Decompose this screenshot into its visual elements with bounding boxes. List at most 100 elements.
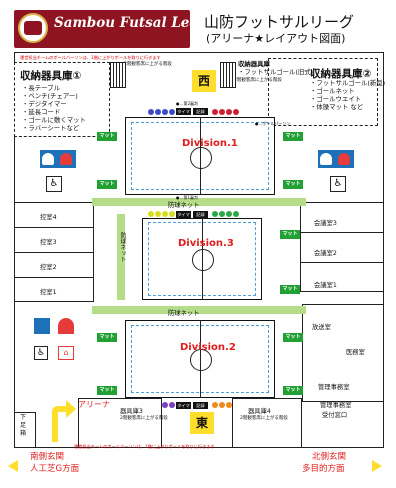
- bench-dot: [212, 211, 218, 217]
- storage-3: [78, 398, 162, 448]
- bench-dot: [148, 211, 154, 217]
- stairs-icon: [110, 62, 126, 88]
- mat: マット: [97, 386, 117, 395]
- storage-center-item: ・フットサルゴール(旧式): [238, 68, 314, 76]
- storage-4: [232, 398, 302, 448]
- shower-icon: ⌂: [58, 346, 74, 360]
- north-entrance: 北側玄関: [312, 452, 347, 462]
- divider: [300, 232, 384, 233]
- reception: 受付窓口: [322, 412, 348, 419]
- storage-room-left: [14, 62, 110, 137]
- woman-icon: [338, 153, 350, 165]
- stairs-note-bottom-right: 2階観客席に上がる階段: [240, 416, 288, 421]
- medical-room: 医務室: [346, 349, 365, 356]
- admin-office-bottom: 管理事務室: [320, 402, 352, 409]
- bench-dot: [162, 109, 168, 115]
- bench-dot: [169, 109, 175, 115]
- bench-dot: [162, 402, 168, 408]
- bench-dot: [219, 402, 225, 408]
- mat: マット: [97, 333, 117, 342]
- storage-right-item: ・体操マット など: [310, 103, 364, 111]
- bench-dot: [219, 211, 225, 217]
- meeting-room-3: 会議室3: [314, 220, 337, 227]
- storage-center: 収納器具庫 ・フットサルゴール(旧式): [238, 60, 313, 76]
- divider: [300, 262, 384, 263]
- timer-label: タイマー: [176, 211, 191, 224]
- admin-office: 管理事務室: [318, 384, 350, 391]
- storage-left-title: 収納器具庫①: [20, 70, 82, 82]
- bench-dot: [226, 402, 232, 408]
- emblem-center: [24, 21, 42, 35]
- ball-person-label: ●…ボールパーソン: [255, 121, 291, 126]
- center-circle: [190, 349, 212, 371]
- referee-first-label: ●…第1審判: [176, 195, 199, 200]
- storage-4-label: 器具庫4: [248, 408, 271, 415]
- right-lower-block: [302, 304, 384, 402]
- broadcast-room: 放送室: [312, 324, 331, 331]
- bench-dot: [155, 211, 161, 217]
- bench-dot: [226, 211, 232, 217]
- meeting-room-2: 会議室2: [314, 250, 337, 257]
- divider: [14, 227, 94, 228]
- storage-left-item: ・延長コード: [22, 108, 61, 116]
- bench-dot: [219, 109, 225, 115]
- timer-label: タイマー: [176, 108, 191, 121]
- storage-right-list: ・フットサルゴール(新型) ・ゴールネット ・ゴールウエイト ・体操マット など: [310, 79, 385, 111]
- bench-dot: [169, 402, 175, 408]
- page-subtitle: (アリーナ★レイアウト図面): [206, 32, 346, 45]
- storage-left-list: ・長テーブル ・ベンチ(チェアー) ・デジタイマー ・延長コード ・ゴールに敷く…: [22, 84, 86, 132]
- mat: マット: [283, 132, 303, 141]
- bench-dot: [169, 211, 175, 217]
- mat: マット: [97, 132, 117, 141]
- stairs-note-top-right: 2階観客席に上がる階段: [234, 78, 282, 83]
- record-label: 記録: [193, 402, 208, 409]
- mat: マット: [280, 285, 300, 294]
- division-2-label: Division.2: [180, 342, 236, 353]
- mat: マット: [283, 180, 303, 189]
- referee-second-label: ●…第2審判: [176, 101, 199, 106]
- direction-west: 西: [192, 70, 216, 92]
- bench-dot: [226, 109, 232, 115]
- ball-net-label: 防球ネット: [168, 310, 200, 317]
- ball-net-label: 防球ネット: [168, 202, 200, 209]
- shoe-box-area: [14, 412, 36, 448]
- ball-net-top: [92, 198, 306, 206]
- divider: [14, 252, 94, 253]
- arena-label: アリーナ: [78, 400, 110, 409]
- storage-left-item: ・ゴールに敷くマット: [22, 116, 86, 124]
- brand-name: Sambou Futsal League: [54, 15, 226, 31]
- stairs-icon: [220, 62, 236, 88]
- storage-room-right: [268, 58, 378, 126]
- arrow-left-icon: [8, 460, 18, 472]
- timer-label: タイマー: [176, 402, 191, 415]
- page-title: 山防フットサルリーグ: [204, 13, 355, 31]
- man-icon: [34, 318, 50, 334]
- division-1-label: Division.1: [182, 138, 238, 149]
- storage-right-title: 収納器具庫②: [310, 68, 372, 80]
- mat: マット: [280, 230, 300, 239]
- arena-arrow-head-icon: [66, 400, 76, 418]
- man-icon: [42, 153, 54, 165]
- stairs-note-top-left: 2階観客席に上がる階段: [124, 62, 172, 67]
- shoe-box-label: 下足箱: [20, 414, 27, 437]
- notice-bottom: 運営担当チームのボールバーソンは、1階に上がりボールを取りに行きます: [74, 444, 215, 449]
- arena-arrow-icon: [52, 406, 66, 442]
- south-entrance: 南側玄関: [30, 452, 65, 462]
- storage-right-item: ・ゴールネット: [310, 87, 355, 95]
- right-rooms-block: [300, 202, 384, 292]
- meeting-room-1: 会議室1: [314, 282, 337, 289]
- division-3-label: Division.3: [178, 238, 234, 249]
- bench-dot: [212, 109, 218, 115]
- storage-left-item: ・ラバーシートなど: [22, 124, 80, 132]
- record-label: 記録: [193, 211, 208, 218]
- stairs-note-bottom-left: 2階観客席に上がる階段: [120, 416, 168, 421]
- waiting-room-2: 控室2: [40, 264, 57, 271]
- bench-dot: [162, 211, 168, 217]
- ball-net-vertical: [117, 214, 125, 300]
- center-circle: [190, 147, 212, 169]
- woman-icon: [60, 153, 72, 165]
- south-entrance-destination: 人工芝G方面: [30, 464, 80, 474]
- storage-right-item: ・ゴールウエイト: [310, 95, 362, 103]
- mat: マット: [283, 333, 303, 342]
- bench-dot: [233, 109, 239, 115]
